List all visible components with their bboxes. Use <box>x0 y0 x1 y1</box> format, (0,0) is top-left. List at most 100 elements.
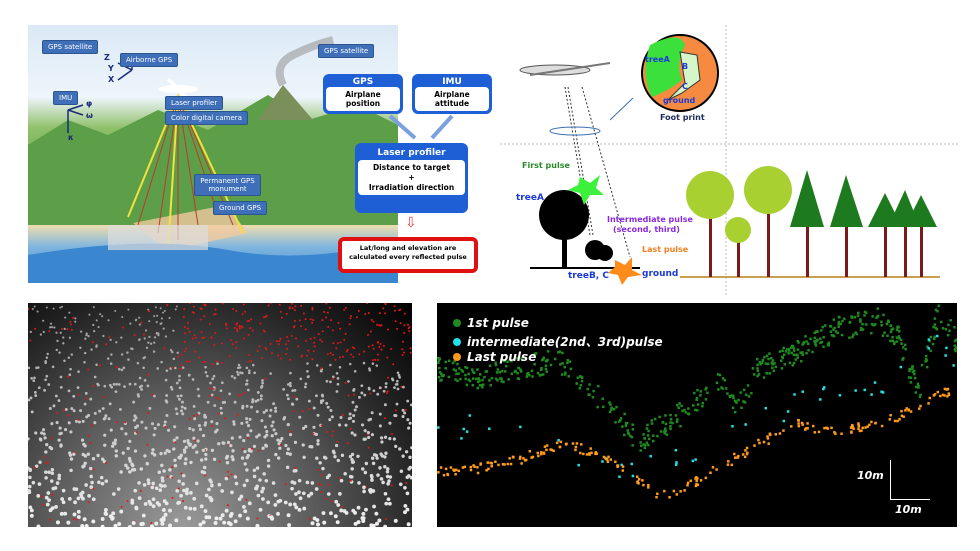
cloud-point <box>409 351 412 354</box>
cloud-point <box>403 485 407 490</box>
cloud-point <box>203 474 206 477</box>
data-point <box>536 371 540 375</box>
data-point <box>686 481 690 485</box>
cloud-point <box>230 490 234 495</box>
data-point <box>447 375 451 379</box>
data-point <box>733 410 737 414</box>
cloud-point <box>161 517 166 522</box>
cloud-point <box>32 379 36 383</box>
cloud-point <box>61 488 66 493</box>
cloud-point <box>312 350 315 353</box>
cloud-point <box>218 516 223 521</box>
cloud-point <box>229 339 232 342</box>
cloud-point <box>44 450 48 454</box>
cloud-point <box>215 421 219 426</box>
cloud-point <box>311 321 314 324</box>
cloud-point <box>229 355 232 358</box>
cloud-point <box>263 425 267 429</box>
data-point <box>762 376 766 379</box>
cloud-point <box>39 333 43 336</box>
data-point <box>488 364 492 367</box>
cloud-point <box>182 439 187 443</box>
data-point <box>483 375 486 379</box>
cloud-point <box>177 355 180 358</box>
data-point <box>691 459 695 463</box>
cloud-point <box>223 417 226 420</box>
cloud-point <box>289 430 292 433</box>
cloud-point <box>384 385 388 389</box>
cloud-point <box>294 305 297 308</box>
cloud-point <box>294 466 297 469</box>
cloud-point <box>232 420 236 424</box>
cloud-point <box>85 333 88 337</box>
cloud-point <box>126 466 130 470</box>
cloud-point <box>197 394 201 398</box>
cloud-point <box>279 337 282 340</box>
cloud-point <box>160 360 163 364</box>
data-point <box>506 462 510 466</box>
cloud-point <box>336 440 339 443</box>
data-point <box>932 337 936 341</box>
cloud-point <box>396 371 400 375</box>
data-point <box>437 375 441 379</box>
cloud-point <box>111 492 116 496</box>
cloud-point <box>403 312 406 315</box>
cloud-point <box>212 374 216 378</box>
cloud-point <box>403 504 408 508</box>
cloud-point <box>201 433 206 438</box>
data-point <box>782 346 785 350</box>
cloud-point <box>238 327 241 330</box>
cloud-point <box>142 366 145 370</box>
cloud-point <box>262 329 265 332</box>
cloud-point <box>344 423 348 427</box>
cloud-point <box>338 356 341 359</box>
cloud-point <box>69 457 74 461</box>
cloud-point <box>97 325 100 329</box>
data-point <box>898 418 901 421</box>
data-point <box>889 413 892 417</box>
cloud-point <box>84 391 88 395</box>
cloud-point <box>363 350 366 353</box>
cloud-point <box>60 497 65 501</box>
cloud-point <box>148 406 152 410</box>
cloud-point <box>248 360 251 363</box>
axis-z: Z <box>104 53 110 62</box>
cloud-point <box>138 316 141 319</box>
data-point <box>924 354 928 358</box>
cloud-point <box>108 336 111 339</box>
data-point <box>540 373 543 377</box>
cloud-point <box>372 453 377 457</box>
data-point <box>954 349 957 353</box>
data-point <box>543 445 547 448</box>
cloud-point <box>243 462 247 466</box>
data-point <box>661 421 665 424</box>
data-point <box>909 376 913 380</box>
cloud-point <box>343 308 346 311</box>
data-point <box>508 358 512 362</box>
data-point <box>686 484 689 487</box>
data-point <box>837 325 840 328</box>
cloud-point <box>350 431 354 435</box>
data-point <box>537 454 540 458</box>
cloud-point <box>183 406 187 410</box>
cloud-point <box>336 382 340 386</box>
cloud-point <box>104 479 109 483</box>
data-point <box>934 308 938 312</box>
cloud-point <box>112 382 116 386</box>
cloud-point <box>383 491 388 496</box>
cloud-point <box>36 310 39 313</box>
data-point <box>614 421 617 424</box>
cloud-point <box>403 411 407 415</box>
data-point <box>649 454 652 458</box>
data-point <box>802 341 806 344</box>
data-point <box>566 361 569 365</box>
cloud-point <box>242 504 246 509</box>
cloud-point <box>388 421 392 425</box>
cloud-point <box>301 354 304 357</box>
cloud-point <box>101 315 104 318</box>
data-point <box>880 424 884 428</box>
cloud-point <box>341 414 344 417</box>
data-point <box>502 380 505 384</box>
data-point <box>566 359 570 362</box>
cloud-point <box>187 374 191 377</box>
